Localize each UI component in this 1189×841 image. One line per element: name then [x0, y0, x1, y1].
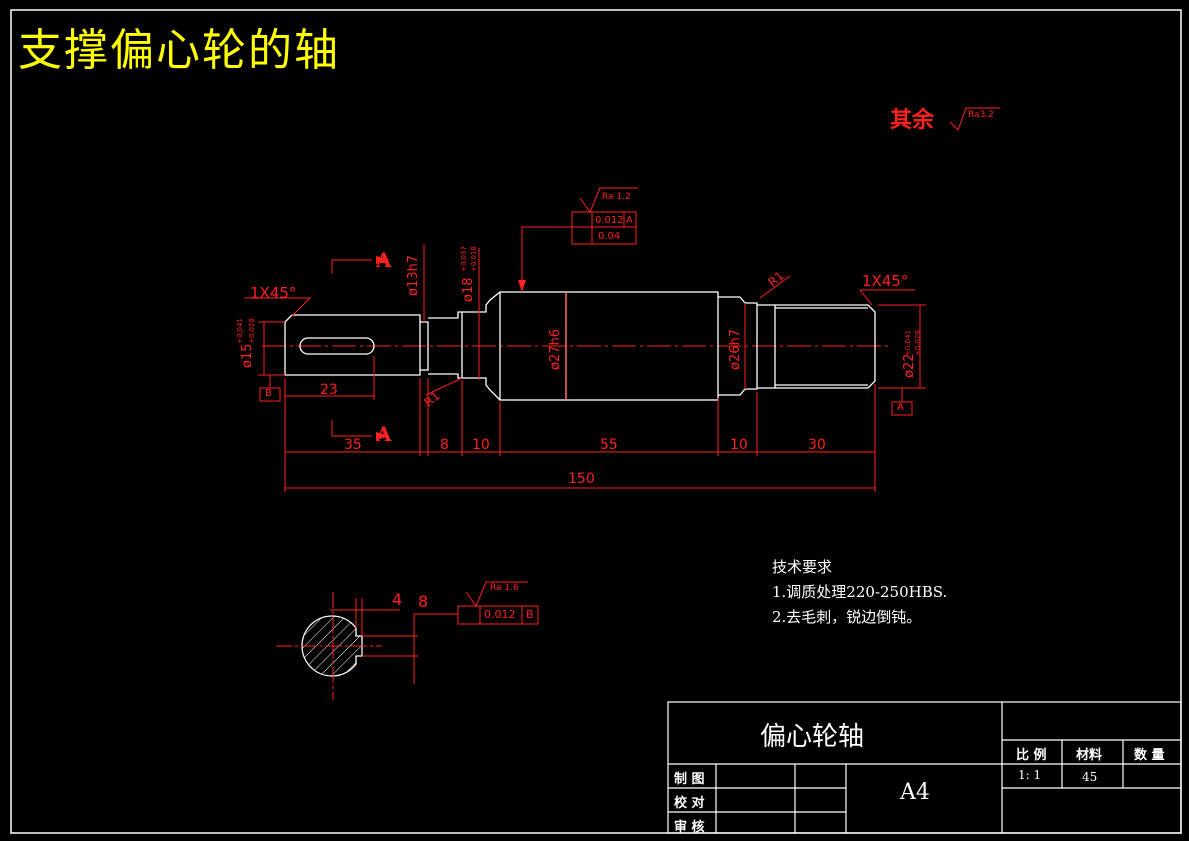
tech-requirements: 技术要求 1.调质处理220-250HBS. 2.去毛刺，锐边倒钝。 — [772, 555, 947, 630]
surface-finish-value: Ra3.2 — [968, 110, 994, 120]
section-a-top: A — [376, 248, 392, 272]
len-150-label: 150 — [568, 471, 595, 487]
len-55-label: 55 — [600, 437, 618, 453]
title-block-grid — [667, 701, 1182, 834]
key-depth-label: 8 — [418, 592, 429, 611]
len-8-label: 8 — [440, 437, 449, 453]
scale-label: 比 例 — [1016, 748, 1047, 763]
d22-label: ø22 — [902, 353, 917, 379]
d13-label: ø13h7 — [406, 254, 421, 296]
approved-label: 审 核 — [674, 820, 705, 835]
drawn-label: 制 图 — [674, 772, 705, 787]
main-tol-ref1: A — [626, 215, 633, 226]
dimension-arrows — [376, 256, 526, 440]
material-label: 材料 — [1076, 748, 1103, 763]
sheet-size: A4 — [900, 780, 930, 805]
tech-requirement-1: 1.调质处理220-250HBS. — [772, 583, 948, 601]
d22-tol-low: +0.028 — [914, 330, 922, 356]
d27-label: ø27h6 — [548, 328, 563, 370]
d15-tol-up: +0.041 — [236, 318, 244, 344]
checked-label: 校 对 — [674, 796, 705, 811]
dimension-lines — [244, 107, 1000, 492]
key-length-label: 23 — [320, 382, 338, 398]
d22-tol-up: +0.041 — [904, 330, 912, 356]
section-a-bottom: A — [376, 422, 392, 446]
main-tol-value1: 0.012 — [595, 215, 624, 226]
quantity-label: 数 量 — [1134, 748, 1165, 763]
section-tol-ref: B — [526, 608, 534, 621]
part-name: 偏心轮轴 — [760, 722, 865, 752]
surface-finish-label: 其余 — [890, 107, 935, 133]
len-10b-label: 10 — [730, 437, 748, 453]
key-width-label: 4 — [392, 590, 403, 609]
d26-label: ø26h7 — [728, 328, 743, 370]
scale-value: 1: 1 — [1018, 768, 1042, 782]
len-10a-label: 10 — [472, 437, 490, 453]
chamfer-left-label: 1X45° — [250, 284, 297, 302]
main-ra-label: Ra 1.2 — [602, 192, 631, 202]
tech-requirement-2: 2.去毛刺，锐边倒钝。 — [772, 608, 922, 626]
len-30-label: 30 — [808, 437, 826, 453]
d18-label: ø18 — [461, 277, 476, 303]
material-value: 45 — [1082, 770, 1098, 784]
d18-tol-up: +0.037 — [460, 246, 468, 272]
len-35-label: 35 — [344, 437, 362, 453]
section-tol-value: 0.012 — [484, 608, 516, 621]
sheet-border — [10, 9, 1182, 834]
d18-tol-low: +0.018 — [470, 246, 478, 272]
d15-label: ø15 — [240, 343, 255, 369]
tech-requirements-heading: 技术要求 — [772, 558, 833, 576]
datum-b-label: B — [265, 388, 272, 399]
main-tol-value2: 0.04 — [598, 231, 621, 242]
d15-tol-low: +0.028 — [248, 318, 256, 344]
section-ra-label: Ra 1.6 — [490, 583, 519, 593]
drawing-title: 支撑偏心轮的轴 — [18, 25, 340, 76]
datum-a-label: A — [897, 402, 904, 413]
cross-section-a — [276, 581, 539, 700]
chamfer-right-label: 1X45° — [862, 272, 909, 290]
